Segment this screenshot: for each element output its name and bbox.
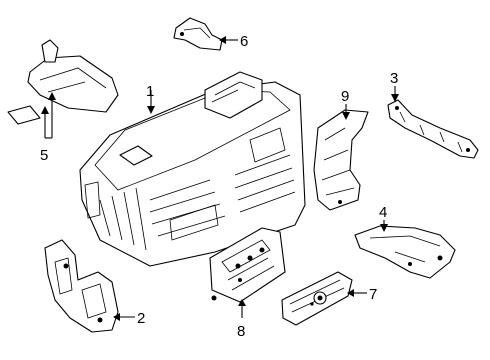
- callout-2: 2: [137, 310, 145, 327]
- callout-9: 9: [341, 88, 349, 105]
- callout-1: 1: [146, 83, 154, 100]
- callout-5: 5: [40, 147, 48, 164]
- part-4-bracket-plate[interactable]: [354, 225, 456, 279]
- callout-8: 8: [237, 323, 245, 340]
- part-6-bracket[interactable]: [173, 17, 223, 51]
- part-8-module[interactable]: [209, 227, 286, 303]
- callout-6: 6: [240, 33, 248, 50]
- part-3-bracket[interactable]: [387, 99, 479, 159]
- part-1-inverter-assembly[interactable]: [79, 71, 306, 267]
- part-5-cover-and-gasket[interactable]: [7, 39, 119, 125]
- part-9-harness[interactable]: [313, 109, 369, 211]
- callout-3: 3: [390, 70, 398, 87]
- callout-7: 7: [369, 286, 377, 303]
- part-7-module[interactable]: [281, 271, 353, 326]
- callout-4: 4: [379, 204, 387, 221]
- part-2-bracket[interactable]: [44, 239, 119, 333]
